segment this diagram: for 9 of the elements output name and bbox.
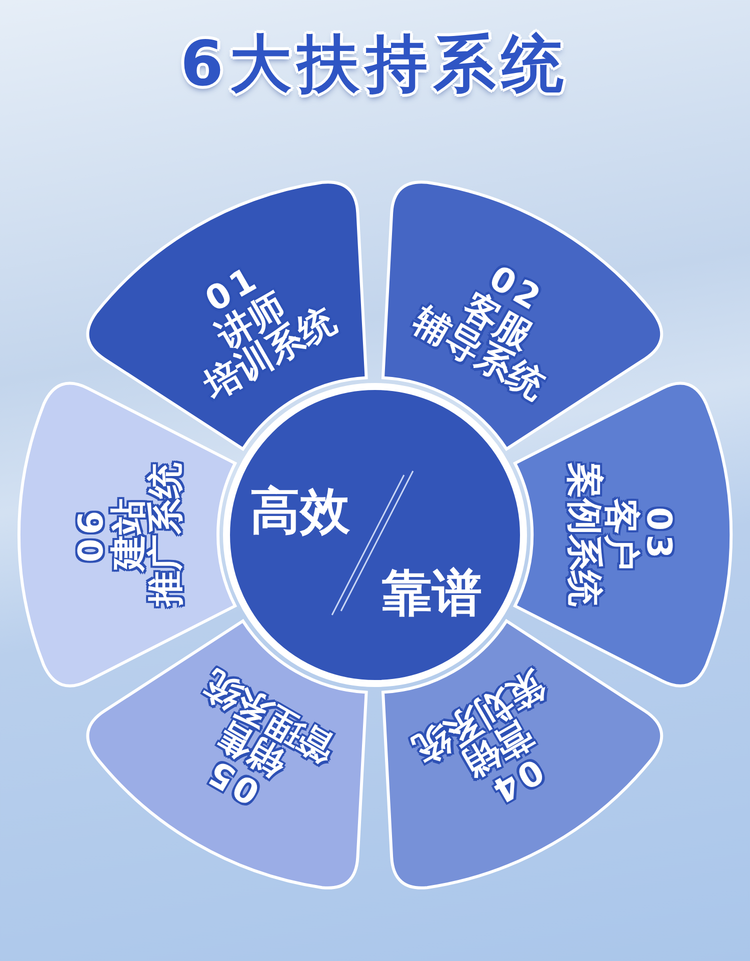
petal-label: 03 客户案例系统: [564, 463, 676, 608]
petal-label: 02 客服辅导系统: [407, 257, 553, 408]
title: 6大扶持系统: [179, 26, 571, 102]
petal-label: 01 讲师培训系统: [197, 257, 343, 408]
petal-label: 06 建站推广系统: [74, 463, 186, 608]
petal-label: 04 营销策划系统: [407, 663, 553, 814]
center-text: 高效: [250, 481, 350, 542]
petal-label: 05 销售管理系统: [197, 663, 343, 814]
center-text: 靠谱: [382, 563, 482, 624]
